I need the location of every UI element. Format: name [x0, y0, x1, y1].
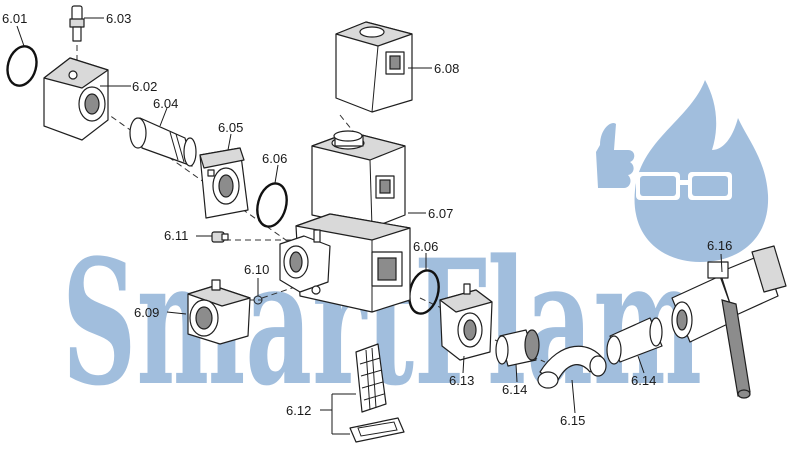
label-6-04: 6.04 [153, 96, 178, 111]
label-6-12: 6.12 [286, 403, 311, 418]
o-ring-6-01 [6, 45, 38, 87]
label-6-10: 6.10 [244, 262, 269, 277]
label-6-09: 6.09 [134, 305, 159, 320]
screw-plug-6-11 [211, 231, 229, 243]
ball-valve-6-16 [671, 245, 787, 399]
label-6-06-lower: 6.06 [413, 239, 438, 254]
flange-6-02 [43, 57, 109, 141]
label-6-14-right: 6.14 [631, 373, 656, 388]
test-nipple-6-03 [69, 5, 85, 42]
o-ring-6-06-left [256, 182, 288, 228]
pressure-switch-6-09 [187, 279, 251, 345]
flame-icon [634, 80, 769, 262]
coil-cover-6-08 [335, 21, 413, 113]
label-6-16: 6.16 [707, 238, 732, 253]
flange-6-05 [199, 147, 249, 219]
pipe-nipple-6-14-left [495, 329, 540, 367]
pipe-nipple-6-04 [129, 117, 197, 167]
label-6-08: 6.08 [434, 61, 459, 76]
gas-valve-body-6-07 [279, 130, 411, 313]
leader-lines [16, 17, 723, 435]
filter-insert-6-12 [349, 343, 405, 443]
label-6-06-upper: 6.06 [262, 151, 287, 166]
label-6-07: 6.07 [428, 206, 453, 221]
glasses-icon [636, 172, 732, 200]
label-6-01: 6.01 [2, 11, 27, 26]
elbow-fitting-6-15 [537, 345, 607, 389]
label-6-03: 6.03 [106, 11, 131, 26]
thumbs-up-icon [596, 122, 635, 188]
flange-6-13 [439, 283, 493, 361]
part-labels: 6.01 6.02 6.03 6.04 6.05 6.06 6.06 6.07 … [2, 11, 732, 428]
label-6-11: 6.11 [164, 228, 188, 243]
label-6-14-left: 6.14 [502, 382, 527, 397]
pipe-nipple-6-14-right [606, 317, 663, 365]
label-6-13: 6.13 [449, 373, 474, 388]
label-6-15: 6.15 [560, 413, 585, 428]
label-6-05: 6.05 [218, 120, 243, 135]
label-6-02: 6.02 [132, 79, 157, 94]
